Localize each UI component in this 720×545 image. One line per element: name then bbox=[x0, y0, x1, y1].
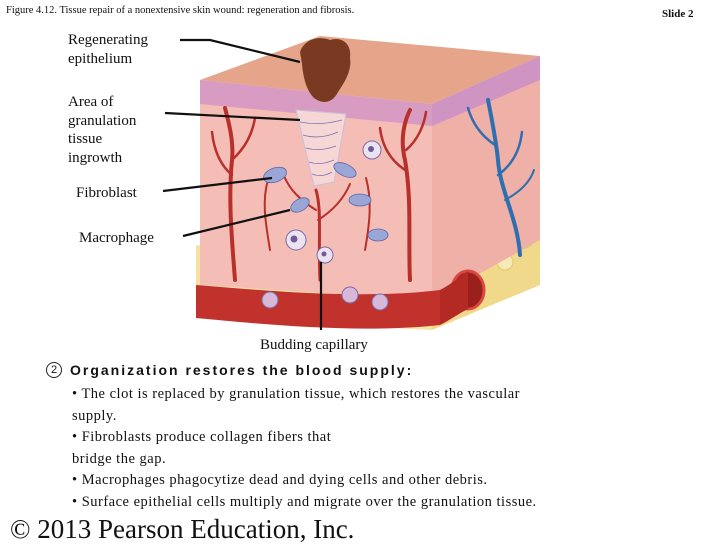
label-budding-capillary: Budding capillary bbox=[260, 337, 368, 353]
bullet-item: • Surface epithelial cells multiply and … bbox=[72, 493, 537, 510]
collagen-fibers bbox=[299, 119, 343, 176]
red-capillaries bbox=[210, 106, 428, 282]
dermis-side bbox=[432, 56, 540, 300]
scab bbox=[300, 38, 351, 102]
label-granulation-tissue: Area of granulation tissue ingrowth bbox=[68, 94, 137, 166]
label-fibroblast: Fibroblast bbox=[76, 185, 137, 201]
step-heading: Organization restores the blood supply: bbox=[70, 362, 414, 378]
large-blood-vessel bbox=[196, 269, 486, 329]
blue-vessel bbox=[466, 98, 535, 257]
epidermis-top bbox=[200, 36, 540, 104]
label-macrophage: Macrophage bbox=[79, 230, 154, 246]
figure-title: Figure 4.12. Tissue repair of a nonexten… bbox=[6, 5, 355, 16]
leader-lines bbox=[162, 38, 323, 330]
bullet-item: • Fibroblasts produce collagen fibers th… bbox=[72, 429, 332, 467]
step-heading-row: 2 Organization restores the blood supply… bbox=[46, 362, 413, 378]
bullet-item: • The clot is replaced by granulation ti… bbox=[72, 386, 520, 424]
epidermis bbox=[200, 80, 432, 126]
bullet-list: • The clot is replaced by granulation ti… bbox=[72, 384, 632, 513]
label-regenerating-epithelium: Regenerating epithelium bbox=[68, 32, 148, 67]
step-number-badge: 2 bbox=[46, 362, 62, 378]
bullet-item: • Macrophages phagocytize dead and dying… bbox=[72, 472, 488, 488]
macrophage-nuclei bbox=[290, 146, 374, 257]
slide-label: Slide 2 bbox=[662, 8, 694, 20]
copyright-notice: © 2013 Pearson Education, Inc. bbox=[10, 514, 355, 544]
